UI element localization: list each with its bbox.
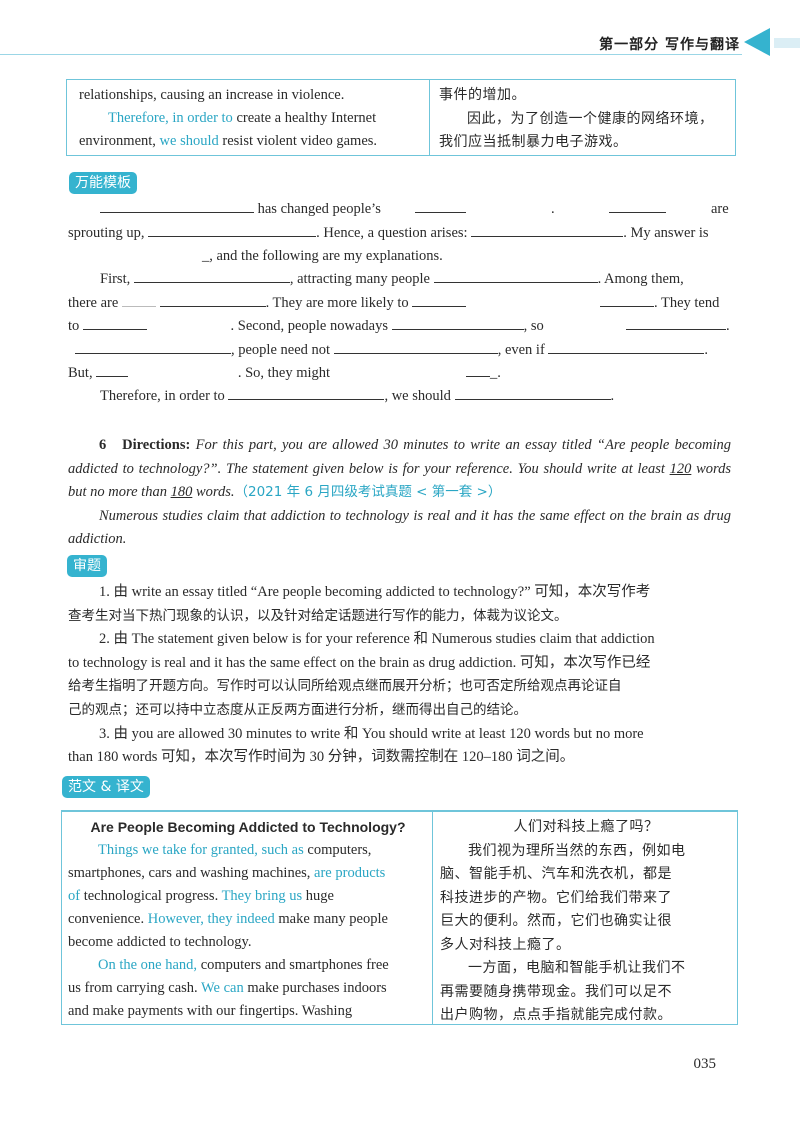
page-number: 035	[693, 1056, 717, 1072]
blank	[609, 198, 666, 221]
template-line-5: there are . They are more likely to	[68, 292, 467, 315]
template-line-1: has changed people’s	[100, 198, 381, 221]
tag-sample-essay: 范文 & 译文	[62, 776, 150, 798]
question-number: 6	[99, 437, 107, 453]
essay-box: Are People Becoming Addicted to Technolo…	[61, 810, 738, 1025]
review-line: 查考生对当下热门现象的认识，以及针对给定话题进行写作的能力，体裁为议论文。	[68, 607, 568, 624]
translation-box-top: relationships, causing an increase in vi…	[66, 79, 736, 156]
section-header: 第一部分 写作与翻译	[599, 37, 740, 53]
template-line-2: sprouting up, . Hence, a question arises…	[68, 222, 709, 245]
header-rule	[0, 54, 742, 55]
blank	[415, 198, 466, 221]
review-line: 3. 由 you are allowed 30 minutes to write…	[99, 725, 644, 742]
template-line-4: First, , attracting many people . Among …	[100, 268, 684, 291]
essay-title-cn: 人们对科技上瘾了吗？	[513, 819, 659, 835]
review-section: 1. 由 write an essay titled “Are people b…	[68, 581, 731, 770]
template-line-9: Therefore, in order to , we should .	[100, 385, 614, 408]
text: environment,	[79, 133, 160, 149]
phrase: Therefore, in order to	[108, 110, 233, 126]
phrase: we should	[159, 133, 219, 149]
directions-text: For this part, you are allowed 30 minute…	[68, 437, 731, 477]
directions-label: Directions:	[122, 437, 191, 453]
text-line: relationships, causing an increase in vi…	[79, 87, 345, 103]
tag-review: 审题	[67, 555, 107, 577]
tag-template: 万能模板	[69, 172, 137, 194]
box-top-english: relationships, causing an increase in vi…	[79, 84, 419, 153]
review-line: 2. 由 The statement given below is for yo…	[99, 631, 655, 648]
header-arrow-icon	[744, 28, 770, 56]
max-words: 180	[170, 484, 193, 500]
text: are	[711, 201, 729, 217]
exam-source: （2021 年 6 月四级考试真题 < 第一套 >）	[234, 484, 502, 500]
template-line-8: But, . So, they might	[68, 362, 330, 385]
min-words: 120	[669, 460, 692, 477]
essay-title-en: Are People Becoming Addicted to Technolo…	[90, 819, 406, 835]
text: create a healthy Internet	[232, 110, 377, 126]
text-line: 我们应当抵制暴力电子游戏。	[439, 134, 628, 150]
directions: 6 Directions: For this part, you are all…	[68, 434, 731, 552]
essay-chinese: 人们对科技上瘾了吗？ 我们视为理所当然的东西，例如电 脑、智能手机、汽车和洗衣机…	[440, 816, 732, 1028]
review-line: 给考生指明了开题方向。写作时可以认同所给观点继而展开分析；也可否定所给观点再论证…	[68, 678, 622, 695]
template-line-3: _, and the following are my explanations…	[202, 248, 443, 264]
template-line-6: to . Second, people nowadays , so	[68, 315, 544, 338]
text-line: 因此，为了创造一个健康的网络环境，	[467, 110, 714, 127]
header-tab	[774, 38, 800, 48]
directions-text: words but no more than	[68, 460, 731, 501]
essay-english: Are People Becoming Addicted to Technolo…	[68, 816, 428, 1023]
text: resist violent video games.	[218, 133, 378, 149]
review-line: 己的观点；还可以持中立态度从正反两方面进行分析，继而得出自己的结论。	[68, 701, 527, 718]
statement: Numerous studies claim that addiction to…	[68, 507, 731, 548]
review-line: than 180 words 可知，本次写作时间为 30 分钟，词数需控制在 1…	[68, 749, 575, 766]
review-line: 1. 由 write an essay titled “Are people b…	[99, 584, 651, 600]
box-top-chinese: 事件的增加。 因此，为了创造一个健康的网络环境， 我们应当抵制暴力电子游戏。	[439, 84, 731, 155]
template-line-7: , people need not , even if .	[75, 339, 708, 362]
template-line-5b: . They tend	[600, 292, 719, 315]
text: .	[551, 201, 555, 217]
template-line-8b: _.	[466, 362, 501, 385]
text-line: 事件的增加。	[439, 87, 526, 103]
review-line: to technology is real and it has the sam…	[68, 654, 651, 671]
directions-text: words.	[192, 484, 235, 500]
template-line-6b: .	[626, 315, 730, 338]
